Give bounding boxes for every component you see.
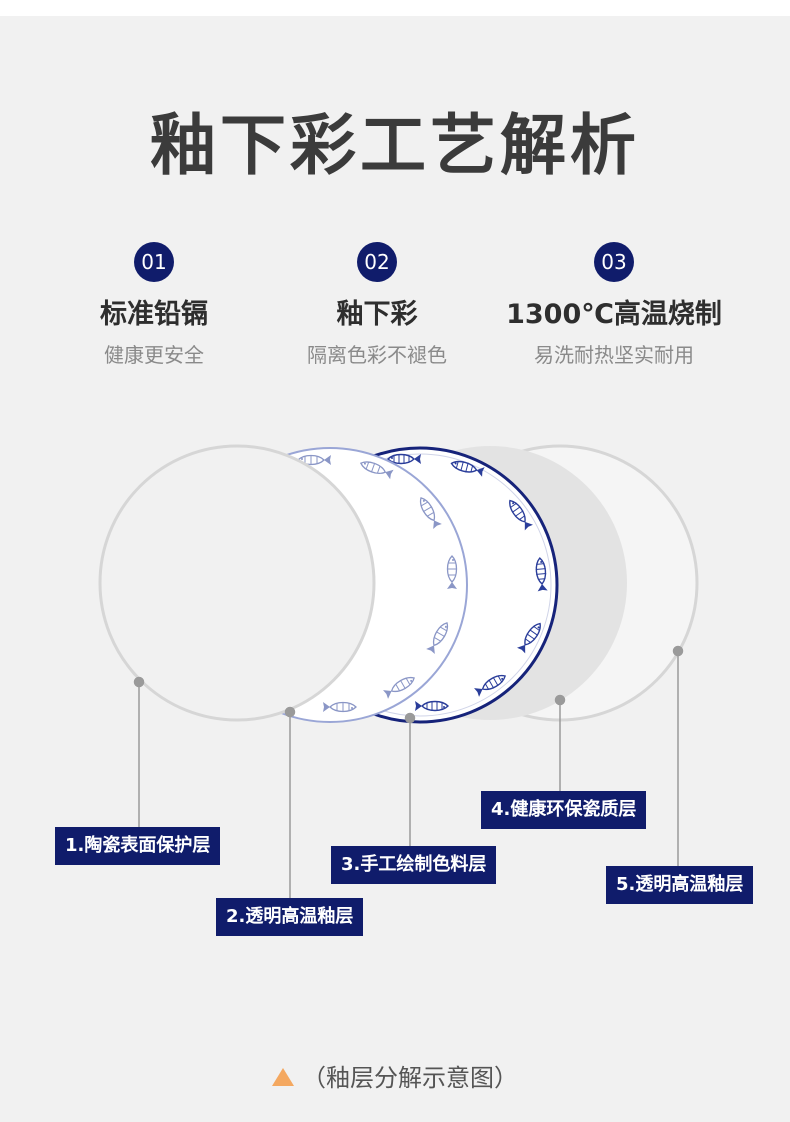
layer-label-1: 1.陶瓷表面保护层: [55, 827, 221, 865]
feature-name: 1300℃高温烧制: [506, 299, 722, 330]
feature-lead-cadmium: 01 标准铅镉 健康更安全: [24, 242, 284, 368]
layer-label-2: 2.透明高温釉层: [216, 898, 364, 936]
feature-underglaze: 02 釉下彩 隔离色彩不褪色: [247, 242, 507, 368]
feature-name: 标准铅镉: [100, 299, 208, 330]
feature-number-badge: 01: [134, 242, 174, 282]
layer-1-surface: [98, 444, 376, 722]
layer-label-4: 4.健康环保瓷质层: [481, 791, 647, 829]
layer-label-3: 3.手工绘制色料层: [331, 846, 497, 884]
caption-text: （釉层分解示意图）: [302, 1064, 518, 1092]
layer-label-5: 5.透明高温釉层: [606, 866, 754, 904]
diagram-caption: （釉层分解示意图）: [0, 1058, 790, 1093]
feature-description: 健康更安全: [104, 343, 204, 367]
feature-high-temp: 03 1300℃高温烧制 易洗耐热坚实耐用: [484, 242, 744, 368]
page-title: 釉下彩工艺解析: [150, 107, 640, 184]
feature-number-badge: 03: [594, 242, 634, 282]
feature-description: 隔离色彩不褪色: [307, 343, 447, 367]
triangle-icon: [272, 1068, 294, 1086]
feature-number-badge: 02: [357, 242, 397, 282]
feature-name: 釉下彩: [336, 299, 418, 330]
feature-description: 易洗耐热坚实耐用: [534, 343, 694, 367]
